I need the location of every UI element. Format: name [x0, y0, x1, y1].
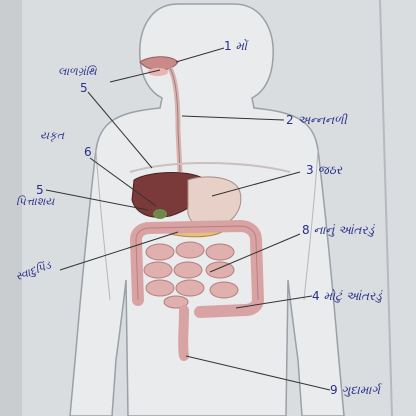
label-salivary-gland-text: લાળગ્રંથિ [58, 65, 97, 78]
label-anus-num: 9 [330, 383, 338, 397]
pointer-pancreas [59, 231, 179, 271]
label-mouth-text: મોં [235, 39, 247, 53]
pointer-mouth [175, 47, 225, 63]
label-stomach-text: જઠર [317, 163, 343, 177]
rectum-shape [178, 305, 189, 361]
right-arm-line [303, 149, 319, 301]
label-gall-bladder: પિત્તાશય [16, 196, 54, 207]
label-liver-hand: યકૃત [40, 130, 64, 141]
label-esophagus-text: અન્નનળી [297, 113, 347, 127]
pointer-small-intestine [209, 233, 301, 273]
pointer-esophagus [181, 115, 285, 121]
label-mouth: 1 મોં [224, 40, 247, 52]
pointer-lines [45, 47, 331, 391]
pointer-liver [89, 157, 157, 207]
large-intestine-edge [135, 225, 259, 301]
mouth-cavity [139, 56, 179, 71]
label-pancreas-num-text: 5 [36, 183, 44, 197]
label-number-5-upper: 5 [80, 82, 88, 94]
label-anus-text: ગુદામાર્ગ [341, 383, 381, 397]
page-edge-shadow [0, 0, 22, 416]
pointer-salivary [109, 69, 161, 83]
label-pancreas-num: 5 [36, 184, 44, 196]
left-arm-line [95, 149, 111, 301]
label-stomach: 3 જઠર [306, 164, 342, 176]
pointer-large-intestine [235, 295, 313, 309]
gall-bladder-shape [153, 209, 167, 219]
label-gall-bladder-text: પિત્તાશય [16, 195, 55, 208]
label-esophagus: 2 અન્નનળી [286, 114, 347, 126]
label-liver-num: 6 [84, 146, 92, 158]
label-esophagus-num: 2 [286, 113, 294, 127]
salivary-gland [148, 68, 168, 76]
small-intestine-shape [143, 241, 239, 309]
stomach-shape [187, 176, 242, 229]
label-small-intestine-text: નાનું આંતરડું [313, 223, 375, 237]
label-large-intestine-text: મોટું આંતરડું [323, 289, 382, 303]
pointer-gall-bladder [45, 189, 149, 211]
label-small-intestine-num: 8 [302, 223, 310, 237]
label-large-intestine: 4 મોટું આંતરડું [312, 290, 382, 302]
label-large-intestine-num: 4 [312, 289, 320, 303]
label-salivary-gland: લાળગ્રંથિ [58, 66, 97, 77]
label-small-intestine: 8 નાનું આંતરડું [302, 224, 374, 236]
label-mouth-num: 1 [224, 39, 232, 53]
label-liver-text: યકૃત [40, 129, 65, 142]
label-anus: 9 ગુદામાર્ગ [330, 384, 380, 396]
pointer-anus [185, 355, 331, 391]
diaphragm [129, 162, 291, 173]
page-fold-line [379, 0, 393, 416]
pointer-salivary-5 [87, 91, 153, 169]
label-liver-num-text: 6 [84, 145, 92, 159]
esophagus-edge [169, 67, 181, 173]
label-stomach-num: 3 [306, 163, 314, 177]
pointer-stomach [211, 171, 301, 197]
label-number-5-upper-num: 5 [80, 81, 88, 95]
